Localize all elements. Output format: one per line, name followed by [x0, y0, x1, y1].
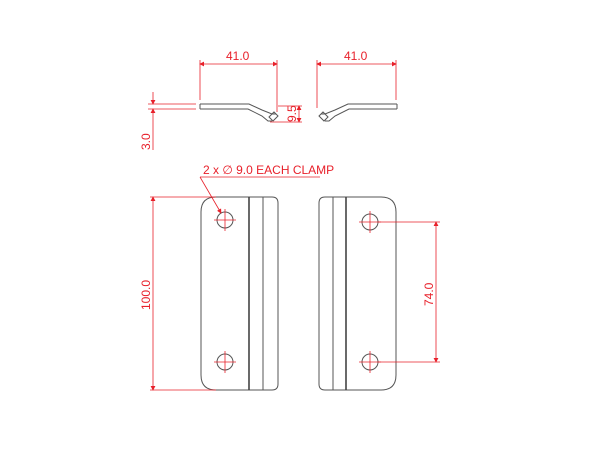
thickness-dimension: 3.0	[139, 133, 153, 150]
right-side-view	[316, 60, 398, 122]
right-width-dimension: 41.0	[344, 49, 368, 63]
right-front-view	[318, 196, 440, 391]
left-front-view	[150, 176, 320, 391]
overall-height-dimension: 100.0	[139, 280, 153, 310]
left-width-dimension: 41.0	[226, 49, 250, 63]
left-side-view	[148, 60, 302, 150]
height-dimension: 9.5	[285, 105, 299, 122]
hole-spacing-dimension: 74.0	[422, 282, 436, 306]
hole-callout: 2 x ∅ 9.0 EACH CLAMP	[203, 163, 334, 177]
